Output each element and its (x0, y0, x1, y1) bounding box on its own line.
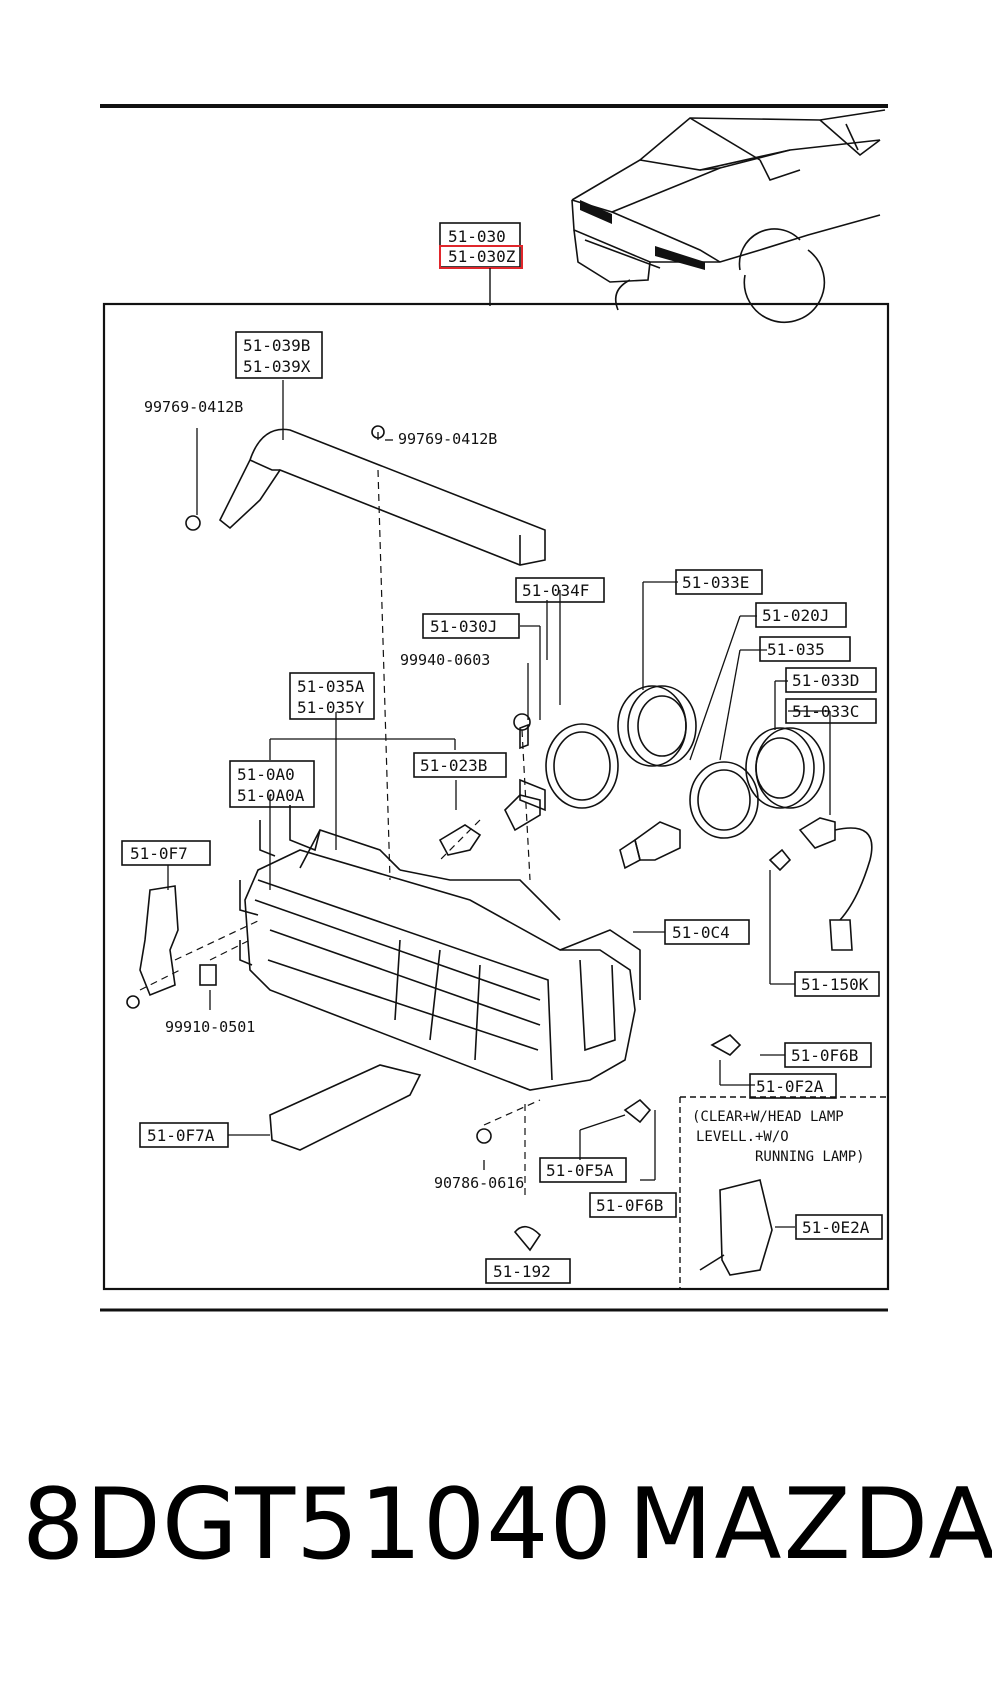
callout-51-0a0: 51-0A0 (237, 765, 295, 784)
callout-51-033e: 51-033E (682, 573, 749, 592)
bolt-90786-0616: 90786-0616 (434, 1174, 524, 1192)
assembly-callout: 51-030 51-030Z (439, 222, 523, 306)
brand-text: MAZDA (628, 1468, 992, 1582)
callout-51-0f7a: 51-0F7A (147, 1126, 215, 1145)
dashed-guides (139, 469, 541, 1195)
callout-51-039x: 51-039X (243, 357, 311, 376)
callout-51-033d: 51-033D (792, 671, 859, 690)
callout-51-035a: 51-035A (297, 677, 365, 696)
option-note-line3: RUNNING LAMP) (755, 1149, 865, 1165)
callout-51-0f6b-top: 51-0F6B (791, 1046, 858, 1065)
assembly-label-2: 51-030Z (448, 247, 516, 266)
part-number-text: 8DGT51040 (22, 1468, 613, 1582)
assembly-frame (102, 302, 890, 1291)
callout-51-150k: 51-150K (801, 975, 869, 994)
callout-51-0f6b-bottom: 51-0F6B (596, 1196, 663, 1215)
leader-lines (167, 380, 831, 1228)
option-note-line1: (CLEAR+W/HEAD LAMP (692, 1109, 844, 1125)
callout-51-035: 51-035 (767, 640, 825, 659)
callout-51-192: 51-192 (493, 1262, 551, 1281)
callout-51-034f: 51-034F (522, 581, 589, 600)
screw-99769-top: 99769-0412B (398, 430, 497, 448)
callout-51-039b: 51-039B (243, 336, 310, 355)
screw-99769-left: 99769-0412B (144, 398, 243, 416)
callout-51-0f7: 51-0F7 (130, 844, 188, 863)
nut-99940-0603: 99940-0603 (400, 651, 490, 669)
headlamp-unit (239, 805, 641, 1091)
callout-boxes (121, 331, 883, 1284)
callout-51-020j: 51-020J (762, 606, 829, 625)
callout-51-0e2a: 51-0E2A (802, 1218, 870, 1237)
callout-51-0a0a: 51-0A0A (237, 786, 305, 805)
callout-51-0f5a: 51-0F5A (546, 1161, 614, 1180)
callout-51-023b: 51-023B (420, 756, 487, 775)
callout-51-0f2a: 51-0F2A (756, 1077, 824, 1096)
bulb-cluster (438, 685, 873, 951)
callout-51-035y: 51-035Y (297, 698, 365, 717)
option-sub-box (679, 1096, 888, 1289)
assembly-highlight (439, 245, 523, 269)
assembly-label-1: 51-030 (448, 227, 506, 246)
headlamp-garnish (218, 428, 546, 566)
option-note-line2: LEVELL.+W/O (696, 1129, 789, 1145)
car-illustration (571, 109, 886, 323)
callout-51-0c4: 51-0C4 (672, 923, 730, 942)
nut-99910-0501: 99910-0501 (165, 1018, 255, 1036)
callout-51-033c: 51-033C (792, 702, 859, 721)
mounting-brackets (126, 425, 773, 1276)
footer: 8DGT51040 MAZDA (0, 1470, 992, 1580)
callout-51-030j: 51-030J (430, 617, 497, 636)
